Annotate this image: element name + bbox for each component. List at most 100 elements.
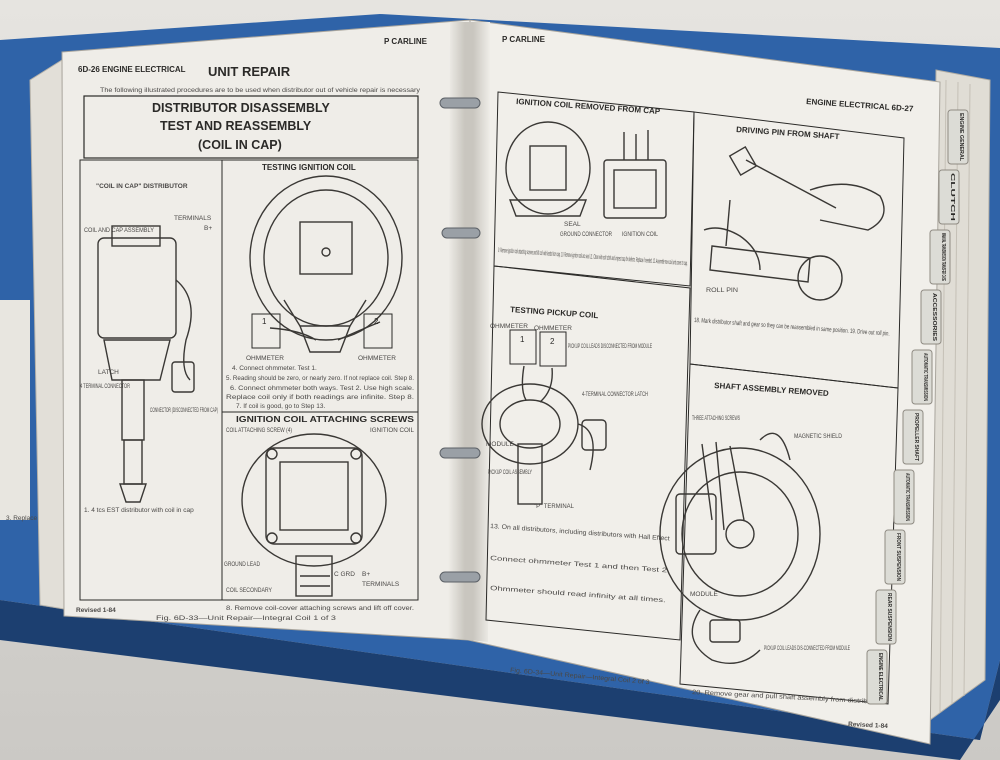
index-tab-body[interactable] — [866, 649, 888, 705]
panel-coil-attaching-screws — [221, 411, 419, 601]
panel2-step-7: 7. If coil is good, go to Step 13. — [236, 403, 325, 410]
index-tab-label: CLUTCH — [949, 173, 955, 222]
panel3-label-c-grd: C GRD — [334, 571, 355, 578]
panel2-step-6: 6. Connect ohmmeter both ways. Test 2. U… — [230, 385, 414, 392]
right-panel4-label-screws: THREE ATTACHING SCREWS — [692, 415, 740, 422]
index-tab[interactable]: AUTOMATIC TRANSMISSION — [911, 349, 933, 405]
ohmmeter-1 — [251, 313, 281, 349]
right-panel2-label-roll-pin: ROLL PIN — [706, 287, 738, 294]
panel1-label-coil: COIL AND CAP ASSEMBLY — [84, 227, 155, 234]
panel1-label-terminals: TERMINALS — [174, 215, 212, 222]
index-tab-body[interactable] — [875, 589, 897, 645]
panel1-title: "COIL IN CAP" DISTRIBUTOR — [96, 183, 188, 190]
coil-cap-drawing — [249, 175, 403, 353]
ohmmeter-1-number: 1 — [262, 317, 267, 326]
gutter — [448, 22, 490, 642]
index-tab[interactable]: REAR SUSPENSION — [875, 589, 897, 645]
panel2-step-5: 5. Reading should be zero, or nearly zer… — [226, 375, 414, 382]
index-tab[interactable]: AUTOMATIC TRANSMISSION — [893, 469, 915, 525]
binder-rings — [439, 97, 481, 583]
panel2-step-6b: Replace coil only if both readings are i… — [226, 394, 414, 401]
title-line-2: TEST AND REASSEMBLY — [160, 119, 312, 133]
binder-spine-left — [0, 300, 30, 520]
index-tab-body[interactable] — [938, 169, 960, 225]
index-tab-body[interactable] — [902, 409, 924, 465]
right-panel3-label-ohm2: OHMMETER — [534, 325, 572, 332]
right-panel3-label-pickup-leads: PICKUP COIL LEADS DISCONNECTED FROM MODU… — [568, 343, 652, 350]
right-panel4-label-module: MODULE — [690, 591, 718, 598]
panel-shaft-assembly-removed: SHAFT ASSEMBLY REMOVED THREE ATTACHING S… — [659, 363, 899, 705]
right-panel3-label-connector: 4-TERMINAL CONNECTOR LATCH — [582, 391, 648, 398]
index-tab[interactable]: FRONT SUSPENSION — [884, 529, 906, 585]
panel1-note: 1. 4 tcs EST distributor with coil in ca… — [84, 507, 194, 514]
index-tab-body[interactable] — [884, 529, 906, 585]
index-tab-label: REAR SUSPENSION — [886, 593, 892, 641]
svg-text:3. Replace: 3. Replace — [6, 515, 37, 522]
right-ohmmeter-1-number: 1 — [520, 335, 525, 344]
ohmmeter-2-number: 2 — [374, 317, 379, 326]
panel3-label-screw: COIL ATTACHING SCREW (4) — [226, 427, 292, 434]
panel2-step-4: 4. Connect ohmmeter. Test 1. — [232, 365, 317, 372]
right-panel4-label-pickup-leads: PICKUP COIL LEADS DIS-CONNECTED FROM MOD… — [764, 645, 850, 652]
right-ohmmeter-2-number: 2 — [550, 337, 555, 346]
right-panel3-label-module: MODULE — [486, 441, 514, 448]
right-panel3-label-p-terminal: "P" TERMINAL — [534, 503, 574, 510]
title-box — [83, 95, 419, 159]
right-header-left: P CARLINE — [502, 35, 546, 44]
index-tab[interactable]: ENGINE ELECTRICAL — [866, 649, 888, 705]
index-tab[interactable]: ACCESSORIES — [920, 289, 942, 345]
title-line-1: DISTRIBUTOR DISASSEMBLY — [152, 101, 330, 115]
index-tab-label: ACCESSORIES — [931, 293, 937, 342]
index-tab-label: PROPELLER SHAFT — [913, 413, 919, 461]
index-tab-body[interactable] — [920, 289, 942, 345]
ohmmeter-1-label: OHMMETER — [246, 355, 284, 362]
right-ohmmeter-1 — [509, 329, 537, 365]
index-tab-body[interactable] — [929, 229, 951, 285]
right-panel1-label-ground: GROUND CONNECTOR — [560, 231, 612, 238]
right-panel4-label-shield: MAGNETIC SHIELD — [794, 433, 842, 440]
index-tab-label: ENGINE ELECTRICAL — [877, 653, 883, 701]
binder-cover-shadow — [0, 560, 1000, 760]
index-tab-label: ENGINE GENERAL — [958, 113, 964, 161]
index-tab[interactable]: ENGINE GENERAL — [947, 109, 969, 165]
index-tab[interactable]: CLUTCH — [938, 169, 960, 225]
left-header-right: P CARLINE — [384, 37, 428, 46]
index-tab-body[interactable] — [893, 469, 915, 525]
panel1-label-disconnected: CONNECTOR (DISCONNECTED FROM CAP) — [150, 407, 218, 414]
index-tab-label: AUTOMATIC TRANSMISSION — [922, 353, 928, 401]
right-page — [467, 19, 941, 745]
index-tabs: ENGINE GENERAL CLUTCH MANUAL TRANSMISSION … — [866, 109, 969, 705]
panel1-label-connector: 4 TERMINAL CONNECTOR — [80, 383, 130, 390]
panel3-label-ground-lead: GROUND LEAD — [224, 561, 260, 568]
left-section-title: UNIT REPAIR — [208, 64, 291, 79]
index-tab-label: AUTOMATIC TRANSMISSION — [904, 473, 910, 521]
left-step-8: 8. Remove coil-cover attaching screws an… — [226, 605, 414, 612]
panel3-label-coil-secondary: COIL SECONDARY — [226, 587, 273, 594]
left-fig-caption: Fig. 6D-33—Unit Repair—Integral Coil 1 o… — [156, 615, 337, 622]
panel3-label-ignition-coil: IGNITION COIL — [370, 427, 414, 434]
index-tab-body[interactable] — [911, 349, 933, 405]
left-revised: Revised 1-84 — [76, 607, 116, 614]
coil-screws-drawing — [241, 433, 387, 597]
ohmmeter-2 — [363, 313, 393, 349]
panel3-label-terminals: TERMINALS — [362, 581, 400, 588]
right-panel1-label-coil: IGNITION COIL — [622, 231, 658, 238]
panel2-title: TESTING IGNITION COIL — [262, 163, 356, 172]
index-tab-label: FRONT SUSPENSION — [895, 533, 901, 581]
left-section-note: The following illustrated procedures are… — [100, 87, 421, 94]
right-revised: Revised 1-84 — [848, 721, 888, 730]
right-panel1-label-seal: SEAL — [564, 221, 581, 228]
title-line-3: (COIL IN CAP) — [198, 138, 282, 152]
panel3-title: IGNITION COIL ATTACHING SCREWS — [236, 415, 415, 424]
ohmmeter-2-label: OHMMETER — [358, 355, 396, 362]
index-tab[interactable]: MANUAL TRANSMISSION TRANSFER CASE — [929, 229, 951, 285]
panel1-label-latch: LATCH — [98, 369, 119, 376]
index-tab-body[interactable] — [947, 109, 969, 165]
left-header-left: 6D-26 ENGINE ELECTRICAL — [78, 65, 186, 74]
right-panel3-label-ohm1: OHMMETER — [490, 323, 528, 330]
right-ohmmeter-2 — [539, 331, 567, 367]
panel1-label-bplus: B+ — [204, 225, 212, 232]
index-tab[interactable]: PROPELLER SHAFT — [902, 409, 924, 465]
distributor-drawing — [97, 225, 195, 503]
